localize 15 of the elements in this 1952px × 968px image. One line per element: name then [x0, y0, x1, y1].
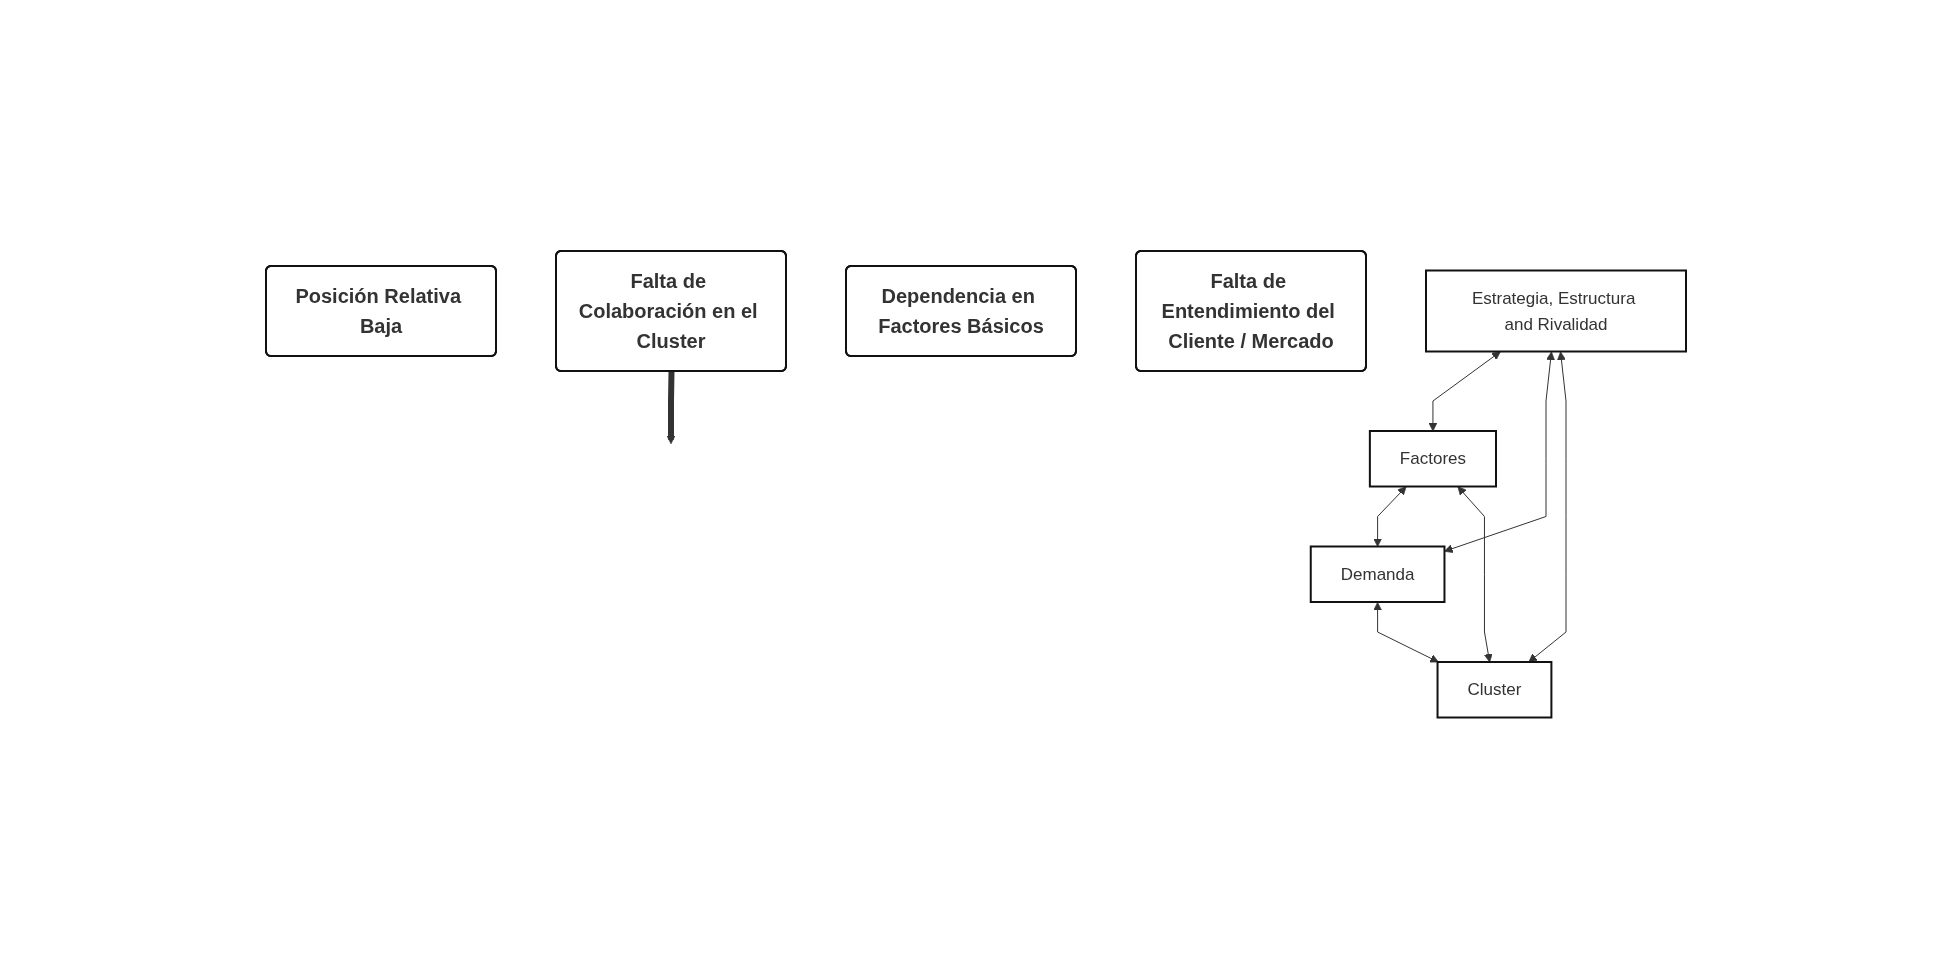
arrow — [1528, 351, 1567, 663]
node-text: Falta de Colaboración en el Cluster — [578, 269, 758, 352]
arrow — [1457, 486, 1493, 663]
arrow — [1373, 486, 1407, 547]
arrow — [1444, 351, 1555, 553]
node-box: Estrategia, Estructura and Rivalidad — [1425, 269, 1687, 353]
node-text: Posición Relativa Baja — [295, 284, 462, 337]
node-box: Demanda — [1309, 545, 1446, 603]
node-box: Factores — [1368, 429, 1497, 488]
node-text: Falta de Entendimiento del Cliente / Mercado — [1161, 269, 1335, 352]
node-box: Cluster — [1436, 660, 1553, 719]
node-text: Dependencia en Factores Básicos — [878, 284, 1044, 337]
arrow — [1373, 601, 1439, 663]
arrow — [666, 371, 676, 444]
arrow — [1428, 351, 1501, 432]
